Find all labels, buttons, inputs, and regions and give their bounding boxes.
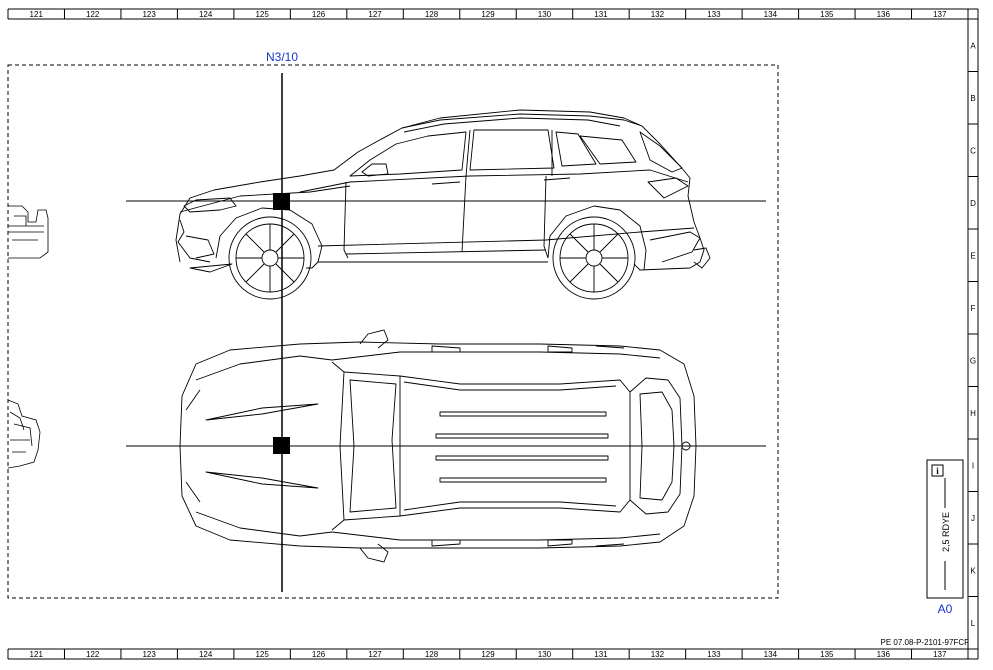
ruler-row-label: L	[971, 619, 976, 628]
row-ruler-right: A B C D E F G H I J K L	[967, 18, 979, 650]
ruler-column-label: 130	[538, 650, 552, 659]
ruler-column-label: 122	[86, 650, 100, 659]
ruler-column-label: 135	[820, 10, 834, 19]
ruler-column-label: 132	[651, 10, 665, 19]
ruler-column-label: 127	[368, 650, 382, 659]
ruler-row-label: D	[970, 199, 976, 208]
wire-legend: i 2,5 RDYE	[926, 459, 964, 599]
component-label[interactable]: N3/10	[266, 50, 298, 64]
ruler-row-label: G	[970, 356, 976, 365]
ruler-column-label: 134	[764, 10, 778, 19]
svg-text:i: i	[936, 466, 939, 476]
ruler-column-label: 125	[255, 10, 269, 19]
component-frame	[7, 64, 779, 599]
ruler-column-label: 133	[707, 650, 721, 659]
document-code: PE 07.08-P-2101-97FCF	[881, 638, 970, 647]
ruler-column-label: 122	[86, 10, 100, 19]
ruler-column-label: 134	[764, 650, 778, 659]
ruler-row-label: I	[972, 461, 974, 470]
ruler-column-label: 137	[933, 10, 947, 19]
partial-vehicle-left-top	[7, 399, 41, 469]
ruler-column-label: 123	[142, 650, 156, 659]
partial-vehicle-left-side	[8, 205, 49, 259]
ruler-column-label: 129	[481, 650, 495, 659]
column-ruler-bottom: 121 122 123 124 125 126 127 128 129 130 131 132 133 1…	[7, 648, 979, 660]
ruler-row-label: A	[970, 41, 976, 50]
component-marker-side[interactable]	[273, 193, 290, 210]
ruler-row-label: E	[970, 251, 975, 260]
reference-crosshair-lines	[126, 73, 766, 592]
ruler-column-label: 128	[425, 10, 439, 19]
ruler-row-label: C	[970, 146, 976, 155]
ruler-column-label: 136	[877, 650, 891, 659]
ruler-column-label: 121	[30, 10, 44, 19]
ruler-row-label: B	[970, 94, 975, 103]
wire-spec-label: 2,5 RDYE	[941, 512, 951, 552]
ruler-column-label: 121	[30, 650, 44, 659]
zone-reference[interactable]: A0	[938, 602, 953, 616]
ruler-column-label: 135	[820, 650, 834, 659]
ruler-column-label: 133	[707, 10, 721, 19]
ruler-column-label: 126	[312, 10, 326, 19]
ruler-column-label: 126	[312, 650, 326, 659]
ruler-row-label: H	[970, 409, 976, 418]
ruler-column-label: 128	[425, 650, 439, 659]
vehicle-side-view	[175, 109, 711, 300]
ruler-column-label: 132	[651, 650, 665, 659]
ruler-column-label: 125	[255, 650, 269, 659]
ruler-row-label: F	[971, 304, 976, 313]
ruler-column-label: 131	[594, 10, 608, 19]
ruler-column-label: 131	[594, 650, 608, 659]
column-ruler-top: 121 122 123 124 125 126 127 128 129 130 131 132 133 1…	[7, 8, 979, 20]
ruler-column-label: 127	[368, 10, 382, 19]
ruler-column-label: 136	[877, 10, 891, 19]
ruler-column-label: 137	[933, 650, 947, 659]
component-marker-top[interactable]	[273, 437, 290, 454]
ruler-row-label: J	[971, 514, 975, 523]
ruler-column-label: 129	[481, 10, 495, 19]
ruler-column-label: 130	[538, 10, 552, 19]
ruler-column-label: 124	[199, 650, 213, 659]
info-icon[interactable]: i	[931, 464, 944, 477]
ruler-column-label: 124	[199, 10, 213, 19]
ruler-row-label: K	[970, 566, 976, 575]
ruler-column-label: 123	[142, 10, 156, 19]
